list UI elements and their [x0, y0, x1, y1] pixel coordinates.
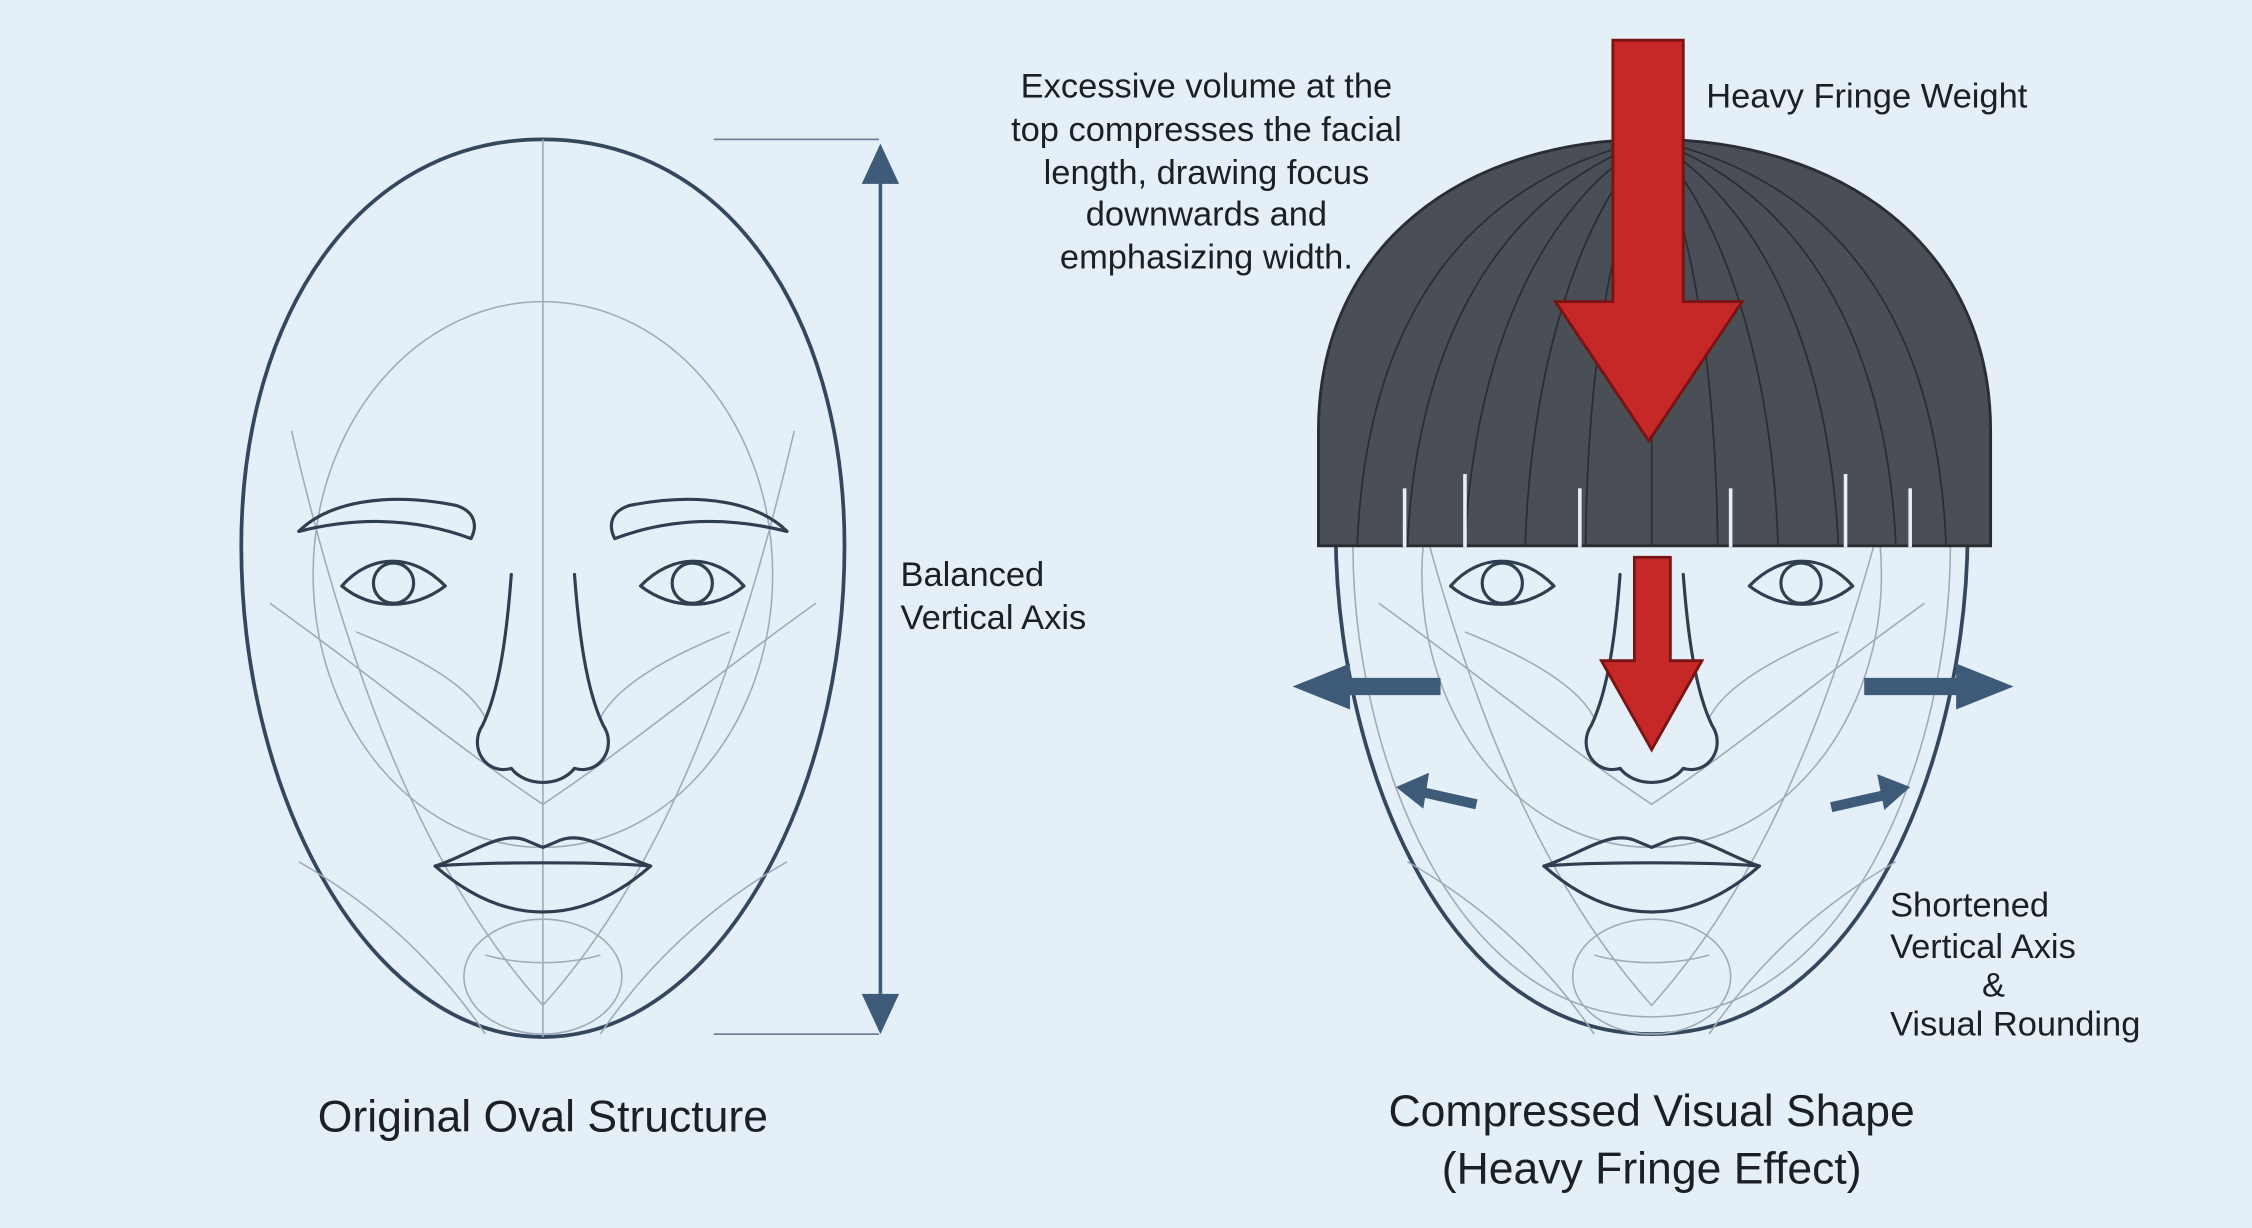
axis-label-line: Vertical Axis [1890, 928, 2076, 966]
explanation-line: downwards and [1086, 196, 1327, 234]
arrow-left-small-icon [1396, 772, 1430, 809]
axis-label-line: Shortened [1890, 886, 2049, 924]
axis-label-line: Visual Rounding [1890, 1006, 2140, 1044]
original-oval-face [239, 137, 847, 1039]
axis-label-line: & [1982, 967, 2005, 1005]
axis-label-line: Vertical Axis [901, 599, 1087, 637]
downward-focus-arrow-icon [1598, 555, 1705, 753]
arrow-left-icon [1292, 663, 1441, 710]
explanation-line: top compresses the facial [1011, 111, 1402, 149]
axis-label-line: Balanced [901, 556, 1045, 594]
width-arrows [1292, 663, 2014, 813]
explanation-line: emphasizing width. [1060, 239, 1353, 277]
left-caption: Original Oval Structure [318, 1093, 768, 1142]
shortened-axis-label: Shortened Vertical Axis & Visual Roundin… [1890, 886, 2140, 1043]
fringe-weight-arrow-icon [1552, 38, 1745, 444]
explanation-line: Excessive volume at the [1021, 68, 1393, 106]
arrow-right-icon [1864, 663, 2014, 710]
explanation-line: length, drawing focus [1044, 154, 1370, 192]
right-caption-line: Compressed Visual Shape [1389, 1087, 1915, 1136]
explanation-text: Excessive volume at the top compresses t… [1011, 68, 1402, 277]
arrow-down-icon [861, 993, 900, 1035]
fringe-weight-label: Heavy Fringe Weight [1706, 78, 2027, 116]
balanced-axis-indicator [713, 138, 900, 1035]
arrow-up-icon [861, 143, 900, 184]
compressed-face [1333, 300, 1970, 1036]
arrow-right-small-icon [1877, 774, 1911, 811]
right-caption-line: (Heavy Fringe Effect) [1442, 1144, 1862, 1193]
